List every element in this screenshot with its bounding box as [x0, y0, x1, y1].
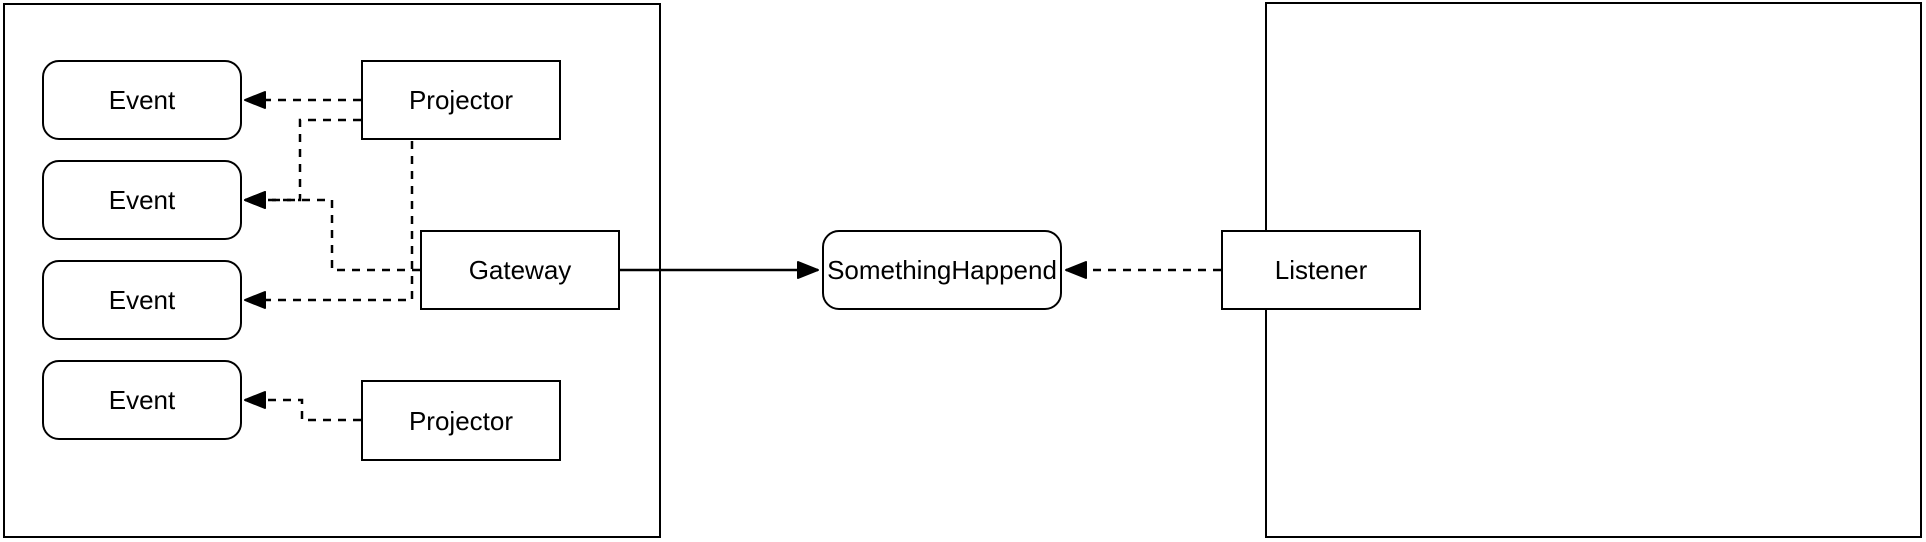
something-happend-node: SomethingHappend: [822, 230, 1062, 310]
event-node-2: Event: [42, 160, 242, 240]
event-node-3: Event: [42, 260, 242, 340]
event-node-1: Event: [42, 60, 242, 140]
listener-node: Listener: [1221, 230, 1421, 310]
event-node-4: Event: [42, 360, 242, 440]
edge-gateway-to-event-2: [244, 191, 420, 272]
edge-projector-top-to-event-3: [244, 141, 414, 309]
projector-node-bottom: Projector: [361, 380, 561, 461]
edge-projector-bottom-to-event-4: [244, 391, 361, 422]
projector-node-top: Projector: [361, 60, 561, 140]
edge-projector-top-to-event-2: [244, 118, 361, 209]
gateway-node: Gateway: [420, 230, 620, 310]
